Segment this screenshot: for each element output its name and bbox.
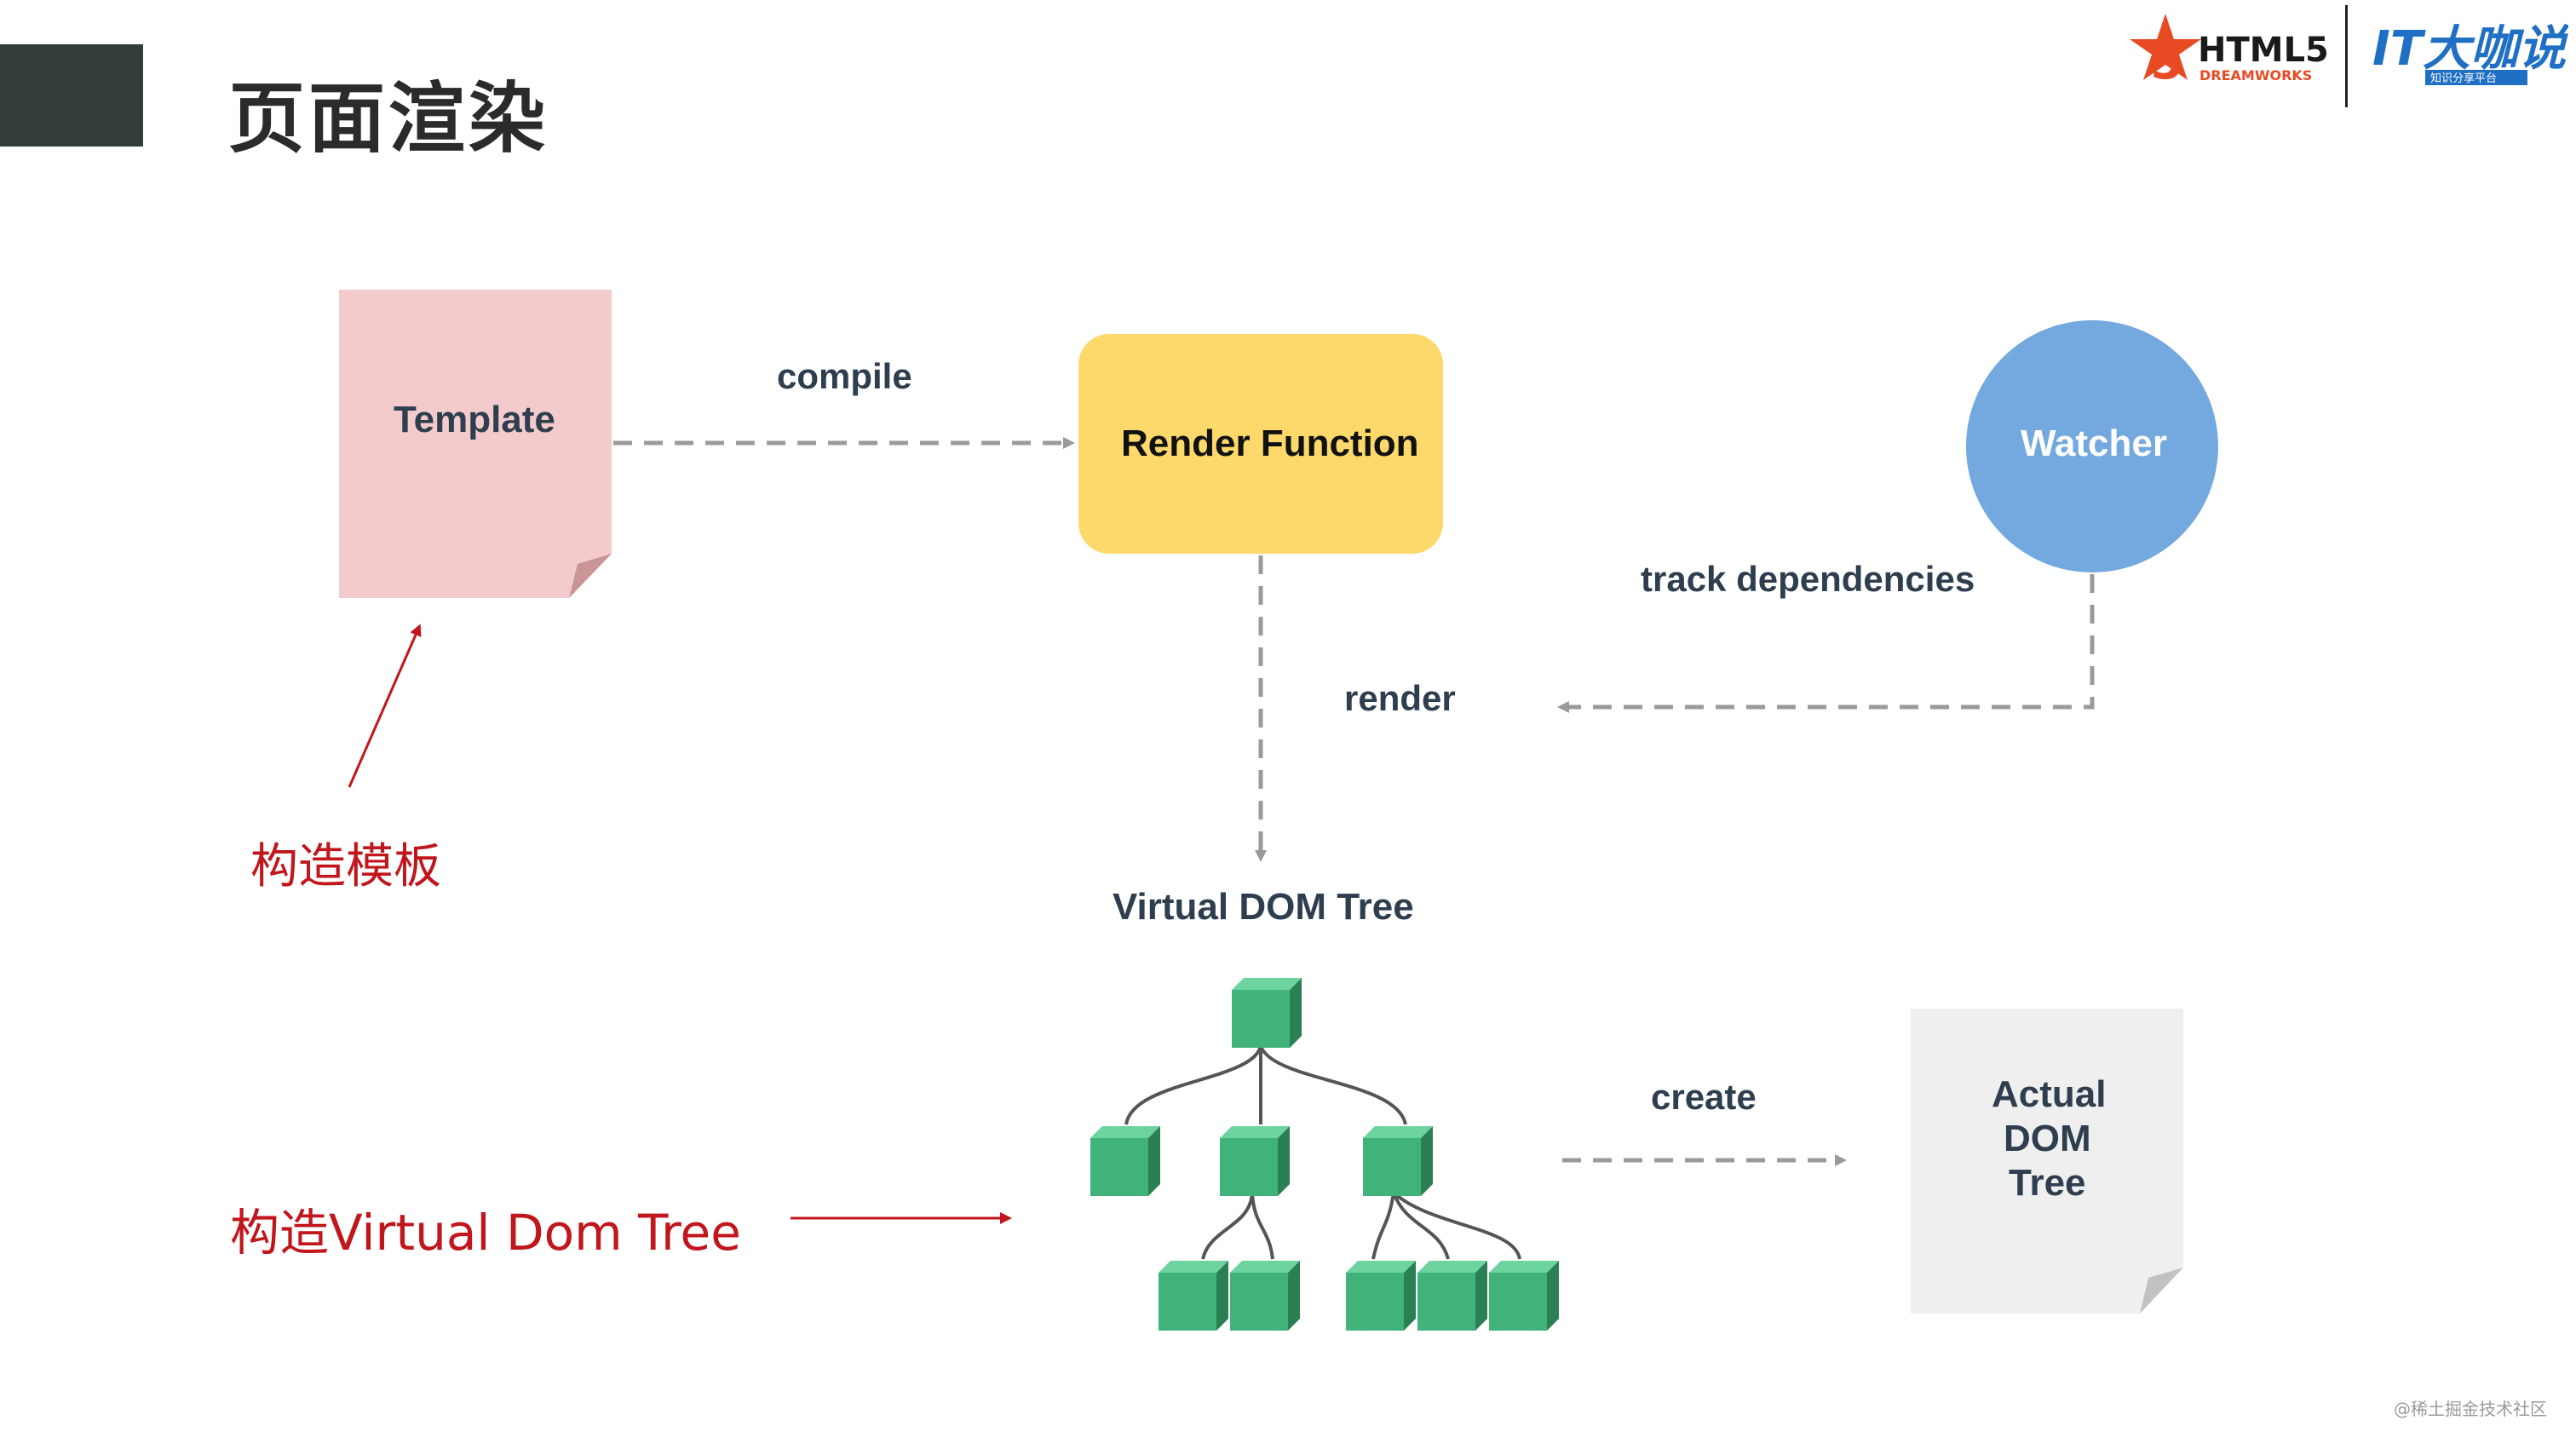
star-icon	[2130, 14, 2201, 80]
vdom-node-cube-6	[1230, 1261, 1300, 1331]
create-label: create	[1651, 1077, 1757, 1117]
actual-dom-node	[1911, 1009, 2183, 1314]
logo-badge-text: 5	[2150, 35, 2183, 90]
render-function-node	[1078, 334, 1443, 554]
logo-divider	[2345, 5, 2348, 107]
vdom-node-cube-2	[1090, 1126, 1160, 1196]
template-label: Template	[394, 399, 555, 440]
watcher-label: Watcher	[2021, 423, 2167, 464]
actual-dom-label-line1: Actual	[1992, 1073, 2107, 1115]
vdom-tree-cubes	[1090, 978, 1559, 1331]
logo-dreamworks-text: DREAMWORKS	[2199, 67, 2312, 83]
vdom-node-cube-4	[1363, 1126, 1433, 1196]
compile-label: compile	[777, 356, 912, 396]
html5-dreamworks-logo: 5 HTML5 DREAMWORKS	[2130, 12, 2360, 98]
logo-it-subtitle: 知识分享平台	[2430, 72, 2497, 85]
vdom-node-cube-8	[1417, 1261, 1487, 1331]
template-annotation-arrow	[348, 624, 422, 788]
vdom-node-cube-9	[1489, 1261, 1559, 1331]
logo-it-text: IT大咖说	[2372, 21, 2568, 77]
track-dependencies-label: track dependencies	[1641, 559, 1975, 599]
vdom-node-cube-7	[1346, 1261, 1416, 1331]
template-node	[339, 290, 612, 598]
actual-dom-page-fold-icon	[2140, 1268, 2183, 1314]
vdom-node-cube-5	[1159, 1261, 1228, 1331]
vdom-node-cube-1	[1232, 978, 1302, 1048]
it-dakashuo-logo: IT大咖说 知识分享平台	[2372, 20, 2570, 93]
actual-dom-label-line3: Tree	[2009, 1162, 2086, 1204]
render-function-label: Render Function	[1121, 423, 1419, 464]
build-vdom-annotation: 构造Virtual Dom Tree	[230, 1204, 741, 1262]
build-template-annotation: 构造模板	[250, 839, 441, 894]
template-page-fold-icon	[569, 554, 612, 598]
render-label: render	[1344, 678, 1456, 718]
virtual-dom-tree-label: Virtual DOM Tree	[1113, 886, 1414, 928]
actual-dom-label-line2: DOM	[2004, 1118, 2091, 1159]
watcher-render-arrow	[1557, 574, 2095, 713]
vdom-node-cube-3	[1220, 1126, 1290, 1196]
title-accent-bar	[0, 44, 143, 147]
watcher-node	[1966, 320, 2218, 572]
watermark: @稀土掘金技术社区	[2394, 1399, 2547, 1419]
slide-title: 页面渲染	[228, 74, 549, 164]
logo-html5-text: HTML5	[2198, 31, 2329, 70]
vdom-tree-connectors	[1124, 1045, 1521, 1260]
